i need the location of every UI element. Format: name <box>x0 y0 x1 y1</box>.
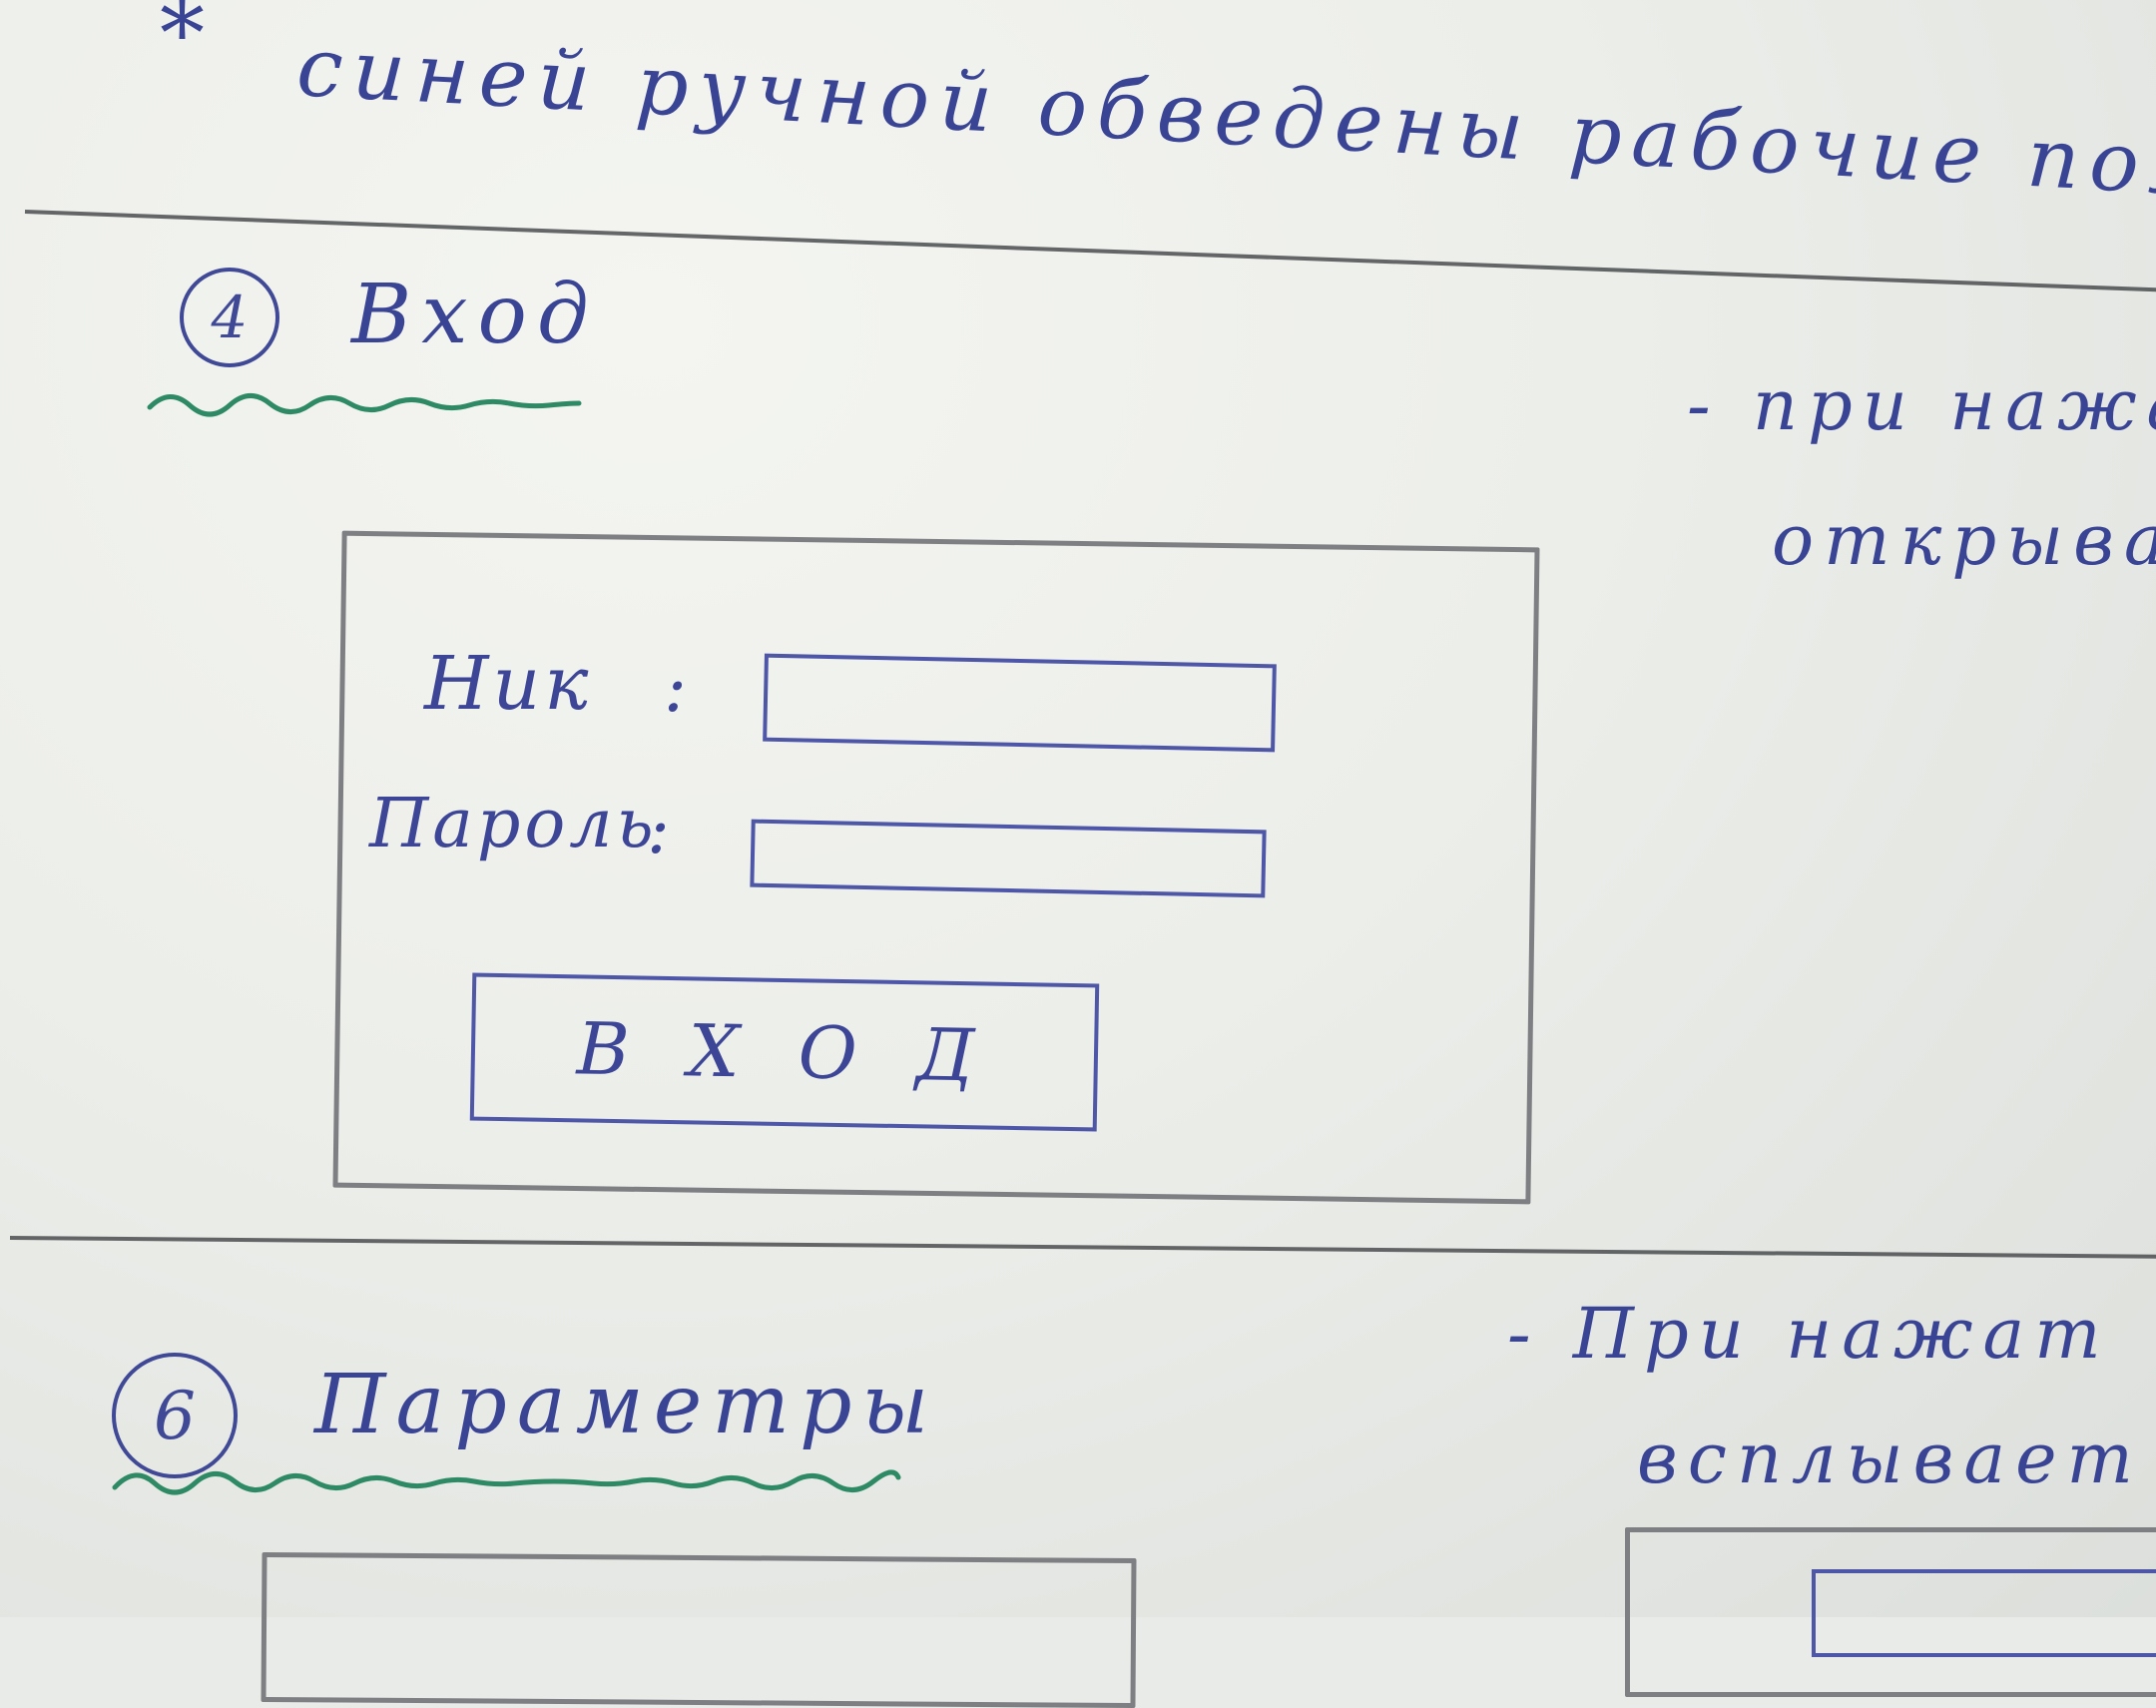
paper-sheet <box>0 0 2156 1617</box>
section-number-6: 6 <box>112 1353 238 1478</box>
section-4-side-note-line2: открывае <box>1772 499 2156 581</box>
password-input-sketch[interactable] <box>750 819 1267 898</box>
section-4-title: Вход <box>351 268 599 362</box>
section-4-side-note-line1: - при нажа <box>1687 364 2156 446</box>
section-number-4: 4 <box>180 268 279 367</box>
section-4-underline <box>147 393 582 417</box>
nick-label: Ник <box>424 641 593 727</box>
section-6-title: Параметры <box>314 1358 939 1452</box>
password-colon: : <box>647 791 674 869</box>
login-button-label: В Х О Д <box>576 1006 993 1098</box>
parameters-sketch-left <box>261 1551 1137 1708</box>
password-label: Пароль <box>369 785 658 863</box>
nick-colon: : <box>664 649 691 728</box>
section-6-underline <box>112 1469 901 1495</box>
nick-input-sketch[interactable] <box>763 653 1277 753</box>
bullet-asterisk: * <box>160 0 215 87</box>
section-6-side-note-line1: - При нажат <box>1507 1293 2111 1375</box>
section-6-side-note-line2: всплывает <box>1637 1418 2143 1499</box>
parameters-inner-box <box>1812 1569 2156 1657</box>
login-button-sketch[interactable]: В Х О Д <box>469 972 1100 1132</box>
